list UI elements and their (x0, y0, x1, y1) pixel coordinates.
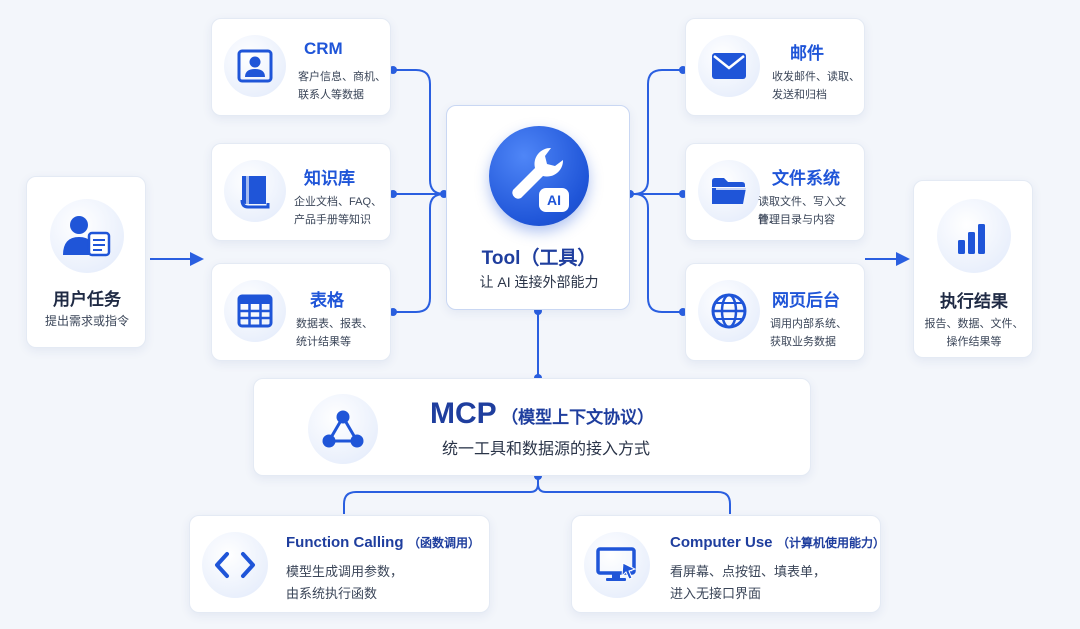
web-backend-card: 网页后台 调用内部系统、 获取业务数据 (685, 263, 865, 361)
ai-badge: AI (539, 188, 569, 212)
result-title: 执行结果 (940, 292, 1008, 311)
mcp-title-main: MCP (430, 397, 497, 430)
computer-use-desc-line2: 进入无接口界面 (670, 586, 762, 601)
file-system-desc-line1: 读取文件、写入文件、 (758, 196, 846, 226)
spreadsheet-title: 表格 (310, 291, 344, 310)
result-desc-line2: 操作结果等 (946, 336, 1002, 348)
wrench-ai-icon: AI (489, 126, 589, 226)
computer-use-desc-line1: 看屏幕、点按钮、填表单， (670, 564, 827, 579)
computer-use-title-sub: （计算机使用能力） (776, 536, 885, 550)
file-system-card: 文件系统 读取文件、写入文件、 管理目录与内容 (685, 143, 865, 241)
result-card: 执行结果 报告、数据、文件、 操作结果等 (913, 180, 1033, 358)
web-backend-desc-line1: 调用内部系统、 (770, 318, 847, 330)
email-card: 邮件 收发邮件、读取、 发送和归档 (685, 18, 865, 116)
crm-desc-line1: 客户信息、商机、 (298, 71, 386, 83)
crm-desc-line2: 联系人等数据 (298, 89, 364, 101)
user-task-title: 用户任务 (53, 290, 121, 309)
knowledge-base-desc-line2: 产品手册等知识 (294, 214, 371, 226)
bar-chart-icon (937, 199, 1011, 273)
spreadsheet-desc-line1: 数据表、报表、 (296, 318, 373, 330)
computer-use-title: Computer Use （计算机使用能力） (670, 534, 885, 552)
network-icon (308, 394, 378, 464)
globe-icon (698, 280, 760, 342)
mcp-card: MCP （模型上下文协议） 统一工具和数据源的接入方式 (253, 378, 811, 476)
computer-use-title-main: Computer Use (670, 534, 773, 551)
user-task-card: 用户任务 提出需求或指令 (26, 176, 146, 348)
mcp-title-sub: （模型上下文协议） (501, 408, 655, 427)
folder-icon (698, 160, 760, 222)
mcp-title: MCP （模型上下文协议） (430, 397, 654, 431)
crm-card: CRM 客户信息、商机、 联系人等数据 (211, 18, 391, 116)
web-backend-desc-line2: 获取业务数据 (770, 336, 836, 348)
code-icon (202, 532, 268, 598)
function-calling-title: Function Calling （函数调用） (286, 534, 480, 552)
spreadsheet-desc-line2: 统计结果等 (296, 336, 351, 348)
function-calling-desc-line1: 模型生成调用参数， (286, 564, 404, 579)
file-system-title: 文件系统 (772, 169, 840, 188)
file-system-desc-line2: 管理目录与内容 (758, 214, 835, 226)
email-desc-line1: 收发邮件、读取、 (772, 71, 860, 83)
ai-badge-text: AI (547, 192, 561, 208)
mail-icon (698, 35, 760, 97)
email-desc-line2: 发送和归档 (772, 89, 827, 101)
monitor-cursor-icon (584, 532, 650, 598)
knowledge-base-desc-line1: 企业文档、FAQ、 (294, 196, 383, 208)
knowledge-base-title: 知识库 (304, 169, 355, 188)
knowledge-base-card: 知识库 企业文档、FAQ、 产品手册等知识 (211, 143, 391, 241)
computer-use-card: Computer Use （计算机使用能力） 看屏幕、点按钮、填表单， 进入无接… (571, 515, 885, 613)
spreadsheet-card: 表格 数据表、报表、 统计结果等 (211, 263, 391, 361)
result-desc-line1: 报告、数据、文件、 (924, 318, 1024, 330)
tool-subtitle: 让 AI 连接外部能力 (479, 274, 599, 290)
function-calling-title-main: Function Calling (286, 534, 404, 551)
user-task-icon (50, 199, 124, 273)
function-calling-desc-line2: 由系统执行函数 (286, 586, 378, 601)
function-calling-card: Function Calling （函数调用） 模型生成调用参数， 由系统执行函… (189, 515, 490, 613)
email-title: 邮件 (790, 44, 824, 63)
web-backend-title: 网页后台 (772, 291, 840, 310)
mcp-subtitle: 统一工具和数据源的接入方式 (442, 441, 651, 458)
crm-title: CRM (304, 39, 343, 58)
tool-title: Tool（工具） (481, 248, 597, 269)
crm-contact-icon (224, 35, 286, 97)
table-icon (224, 280, 286, 342)
tool-center-card: AI Tool（工具） 让 AI 连接外部能力 (446, 105, 630, 310)
function-calling-title-sub: （函数调用） (407, 536, 480, 550)
user-task-desc: 提出需求或指令 (44, 314, 129, 328)
book-icon (224, 160, 286, 222)
